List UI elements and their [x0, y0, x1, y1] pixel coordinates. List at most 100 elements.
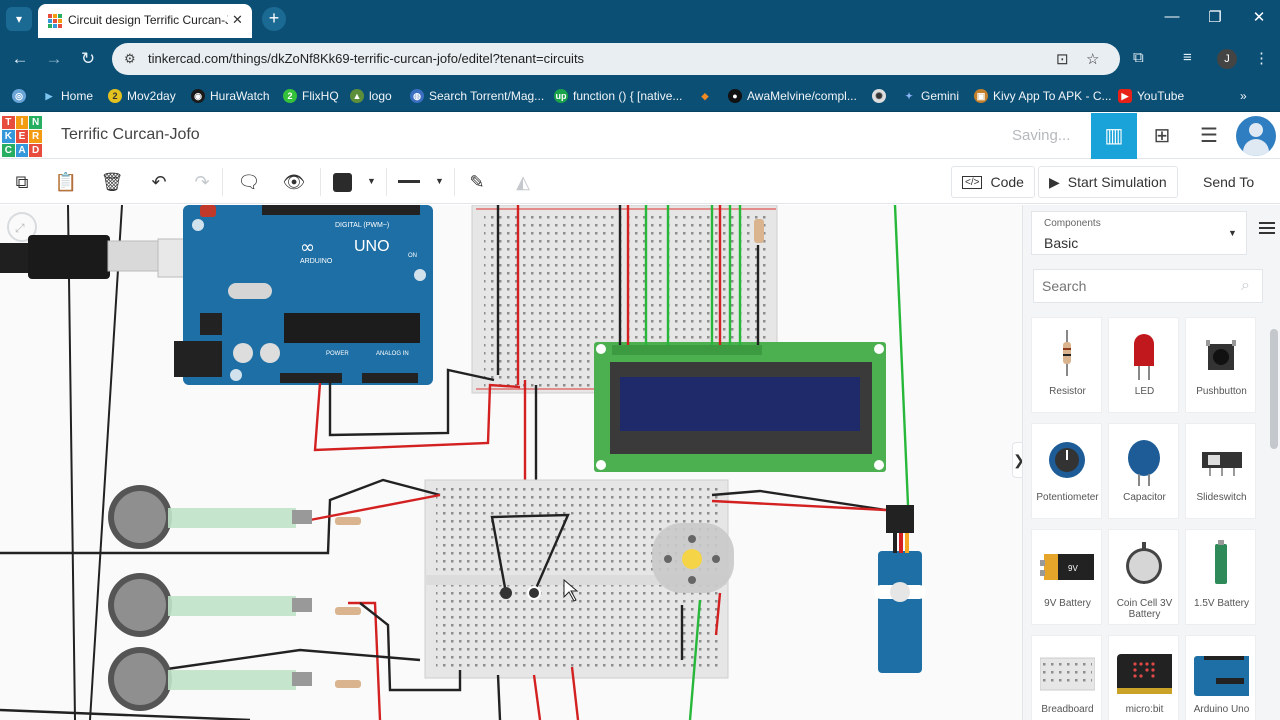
components-dropdown[interactable]: Components Basic ▼	[1031, 211, 1247, 255]
redo-icon[interactable]: ↷	[194, 172, 210, 192]
more-bookmarks-icon[interactable]: »	[1240, 89, 1247, 103]
component-resistor[interactable]: Resistor	[1031, 317, 1102, 413]
fit-view-icon[interactable]: ⤢	[7, 212, 37, 242]
bookmark-kivy[interactable]: ▣Kivy App To APK - C...	[974, 87, 1112, 105]
wires-top[interactable]	[313, 205, 910, 506]
slideswitch-icon	[1202, 452, 1242, 476]
circuit-canvas[interactable]: ⤢ ∞ UNO ARDUINO DI	[0, 205, 1022, 720]
arduino-uno-icon	[1194, 656, 1249, 696]
extensions-icon[interactable]: ⧉	[1133, 49, 1144, 66]
more-menu-icon[interactable]: ⋮	[1254, 50, 1269, 67]
copy-icon[interactable]: ⧉	[15, 172, 29, 192]
tab-search-menu-icon[interactable]: ▾	[6, 7, 32, 31]
component-list-icon[interactable]: ☰	[1200, 125, 1218, 147]
force-sensor[interactable]	[108, 573, 312, 637]
bookmark-gemini[interactable]: ✦Gemini	[905, 89, 960, 103]
wire-black[interactable]	[89, 205, 123, 720]
window-close-icon[interactable]: ✕	[1252, 9, 1266, 26]
component-breadboard[interactable]: Breadboard	[1031, 635, 1102, 720]
color-dropdown-icon[interactable]: ▼	[367, 176, 376, 186]
browser-tab[interactable]: Circuit design Terrific Curcan-Jo ✕	[38, 4, 252, 38]
circuit-drawing[interactable]: ⤢ ∞ UNO ARDUINO DI	[0, 205, 1022, 720]
tab-close-icon[interactable]: ✕	[232, 12, 243, 27]
install-app-icon[interactable]: ⊡	[1056, 51, 1069, 68]
paste-icon[interactable]: 📋	[54, 172, 78, 192]
wire-black[interactable]	[490, 513, 570, 594]
component-potentiometer[interactable]: Potentiometer	[1031, 423, 1102, 519]
schematic-view-icon[interactable]: ⊞	[1153, 125, 1171, 147]
pushbutton-terminal[interactable]	[527, 586, 541, 600]
list-view-icon[interactable]	[1259, 222, 1275, 234]
flip-icon[interactable]: ◭	[516, 172, 530, 192]
component-led[interactable]: LED	[1108, 317, 1179, 413]
component-microbit[interactable]: micro:bit	[1108, 635, 1179, 720]
panel-scrollbar[interactable]	[1268, 317, 1278, 720]
delete-icon[interactable]: 🗑	[100, 172, 124, 192]
lcd-display[interactable]	[594, 342, 886, 472]
resistor[interactable]	[335, 517, 361, 525]
site-info-icon[interactable]: ⚙	[124, 51, 136, 66]
force-sensor[interactable]	[108, 485, 312, 549]
force-sensor[interactable]	[108, 647, 312, 711]
notes-icon[interactable]: 🗨	[237, 172, 261, 192]
resistor[interactable]	[754, 219, 764, 243]
profile-avatar[interactable]: J	[1217, 49, 1237, 69]
play-icon: ▶	[1049, 173, 1060, 190]
servo-motor[interactable]	[874, 505, 926, 673]
wire-type-swatch[interactable]	[398, 180, 420, 183]
wire-type-dropdown-icon[interactable]: ▼	[435, 176, 444, 186]
minimize-icon[interactable]: —	[1164, 8, 1180, 25]
component-pushbutton[interactable]: Pushbutton	[1185, 317, 1256, 413]
user-avatar[interactable]	[1236, 116, 1276, 156]
code-button[interactable]: </> Code	[951, 166, 1035, 198]
bookmark-search-torrent[interactable]: ◍Search Torrent/Mag...	[410, 87, 544, 105]
component-search-input[interactable]	[1033, 269, 1263, 303]
wire-color-swatch[interactable]	[333, 173, 352, 192]
url-field[interactable]: ⚙ tinkercad.com/things/dkZoNf8Kk69-terri…	[112, 43, 1120, 75]
wires-bottom[interactable]	[0, 478, 887, 720]
project-title[interactable]: Terrific Curcan-Jofo	[61, 126, 200, 143]
rotate-icon[interactable]: ✎	[469, 172, 485, 192]
bookmark-openai-icon[interactable]: ✺	[872, 87, 886, 105]
bookmark-github[interactable]: ●AwaMelvine/compl...	[728, 87, 857, 105]
arduino-uno-board[interactable]: ∞ UNO ARDUINO DIGITAL (PWM~) POWER ANALO…	[174, 205, 433, 385]
circuit-view-icon[interactable]: ▥	[1091, 113, 1137, 159]
notes-visibility-icon[interactable]: 👁	[282, 172, 306, 192]
component-arduino-uno[interactable]: Arduino Uno	[1185, 635, 1256, 720]
undo-icon[interactable]: ↶	[151, 172, 167, 192]
battery-9v-icon: 9V	[1040, 554, 1094, 580]
back-icon[interactable]: ←	[11, 49, 29, 68]
dc-motor[interactable]	[652, 523, 734, 593]
usb-cable[interactable]	[0, 235, 193, 279]
forward-icon[interactable]: →	[45, 49, 63, 68]
tab-title: Circuit design Terrific Curcan-Jo	[68, 13, 228, 27]
start-simulation-button[interactable]: ▶ Start Simulation	[1038, 166, 1178, 198]
component-slideswitch[interactable]: Slideswitch	[1185, 423, 1256, 519]
bookmark-hurawatch[interactable]: ◉HuraWatch	[191, 87, 270, 105]
resistor[interactable]	[335, 607, 361, 615]
wire-black[interactable]	[67, 205, 76, 720]
bookmark-youtube[interactable]: ▶YouTube	[1118, 87, 1184, 105]
bookmark-unnamed-1[interactable]: ◆	[701, 91, 709, 101]
reload-icon[interactable]: ↻	[80, 49, 96, 68]
pushbutton-terminal[interactable]	[500, 587, 512, 599]
component-1-5v-battery[interactable]: 1.5V Battery	[1185, 529, 1256, 625]
bookmark-logo[interactable]: ▲logo	[350, 87, 392, 105]
resistor[interactable]	[335, 680, 361, 688]
bookmark-star-icon[interactable]: ☆	[1086, 51, 1100, 68]
component-9v-battery[interactable]: 9V 9V Battery	[1031, 529, 1102, 625]
send-to-button[interactable]: Send To	[1193, 166, 1273, 198]
component-coin-cell[interactable]: Coin Cell 3V Battery	[1108, 529, 1179, 625]
new-tab-button[interactable]: +	[262, 7, 286, 31]
breadboard-bottom[interactable]	[424, 479, 729, 679]
maximize-icon[interactable]: ❐	[1208, 9, 1222, 26]
tinkercad-logo[interactable]: T I N K E R C A D	[2, 116, 42, 157]
media-icon[interactable]: ≡	[1183, 49, 1192, 66]
address-bar: ← → ↻ ⚙ tinkercad.com/things/dkZoNf8Kk69…	[0, 38, 1280, 80]
bookmark-home[interactable]: ▶Home	[45, 89, 94, 103]
component-capacitor[interactable]: Capacitor	[1108, 423, 1179, 519]
bookmark-globe-icon[interactable]: ◎	[12, 87, 26, 105]
